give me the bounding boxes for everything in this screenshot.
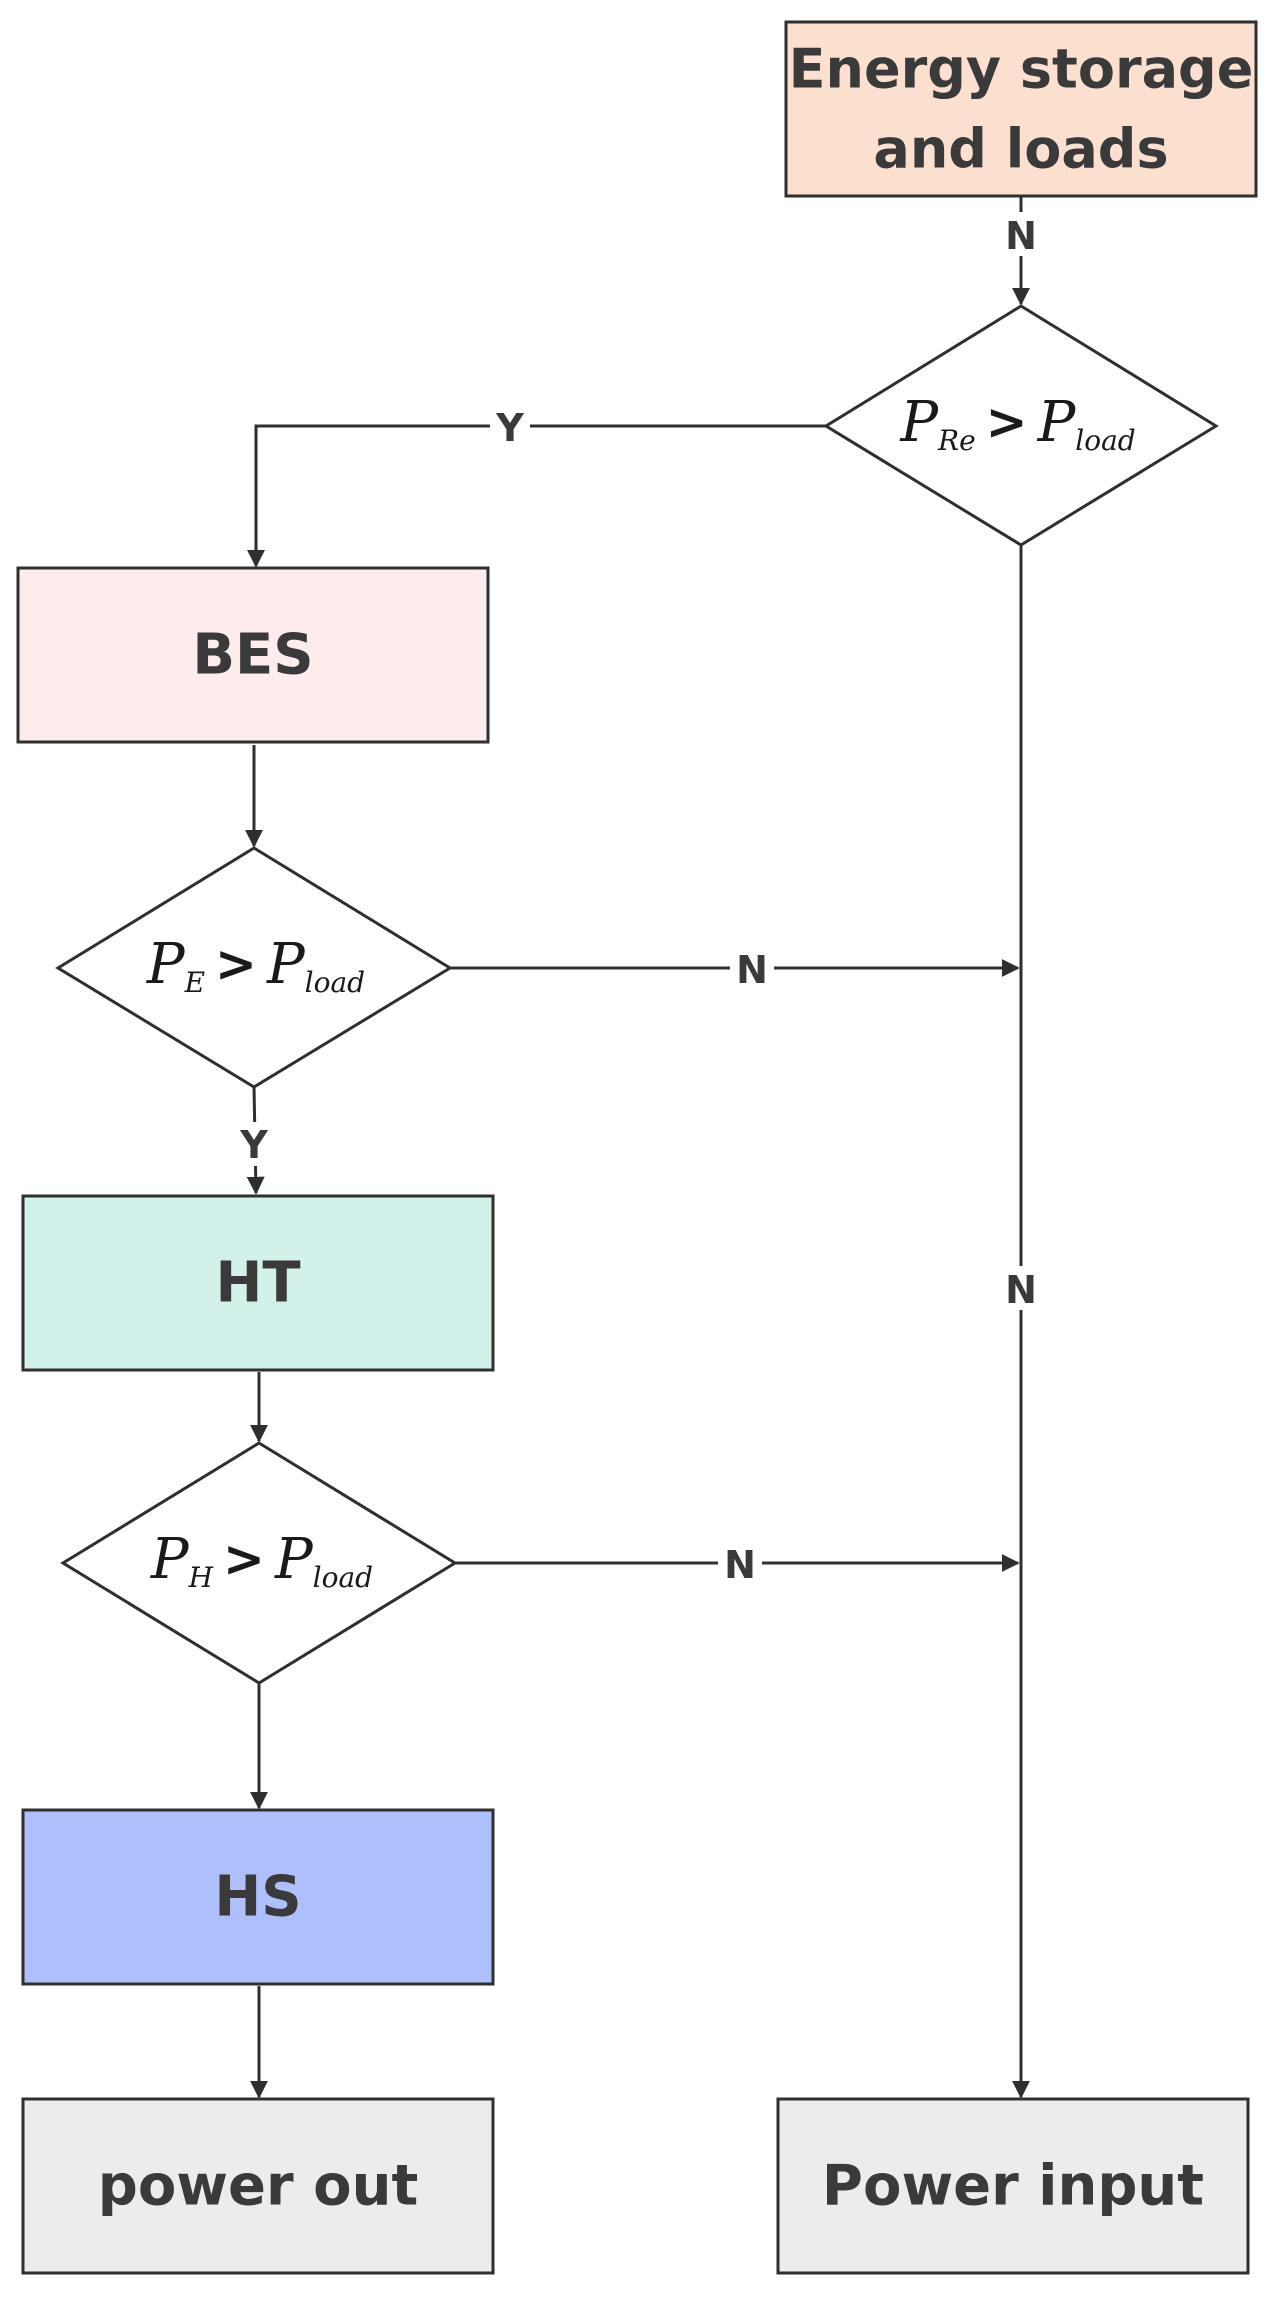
decision-re-diamond [823, 304, 1219, 547]
decision-e-diamond [55, 846, 453, 1089]
svg-text:N: N [724, 1543, 756, 1587]
svg-text:Y: Y [495, 406, 524, 450]
node-power-input: Power input [776, 2097, 1250, 2275]
decision-pre-gt-pload: PRe>Pload [823, 304, 1219, 547]
node-energy-storage-box [784, 20, 1258, 198]
node-power-out-label: power out [98, 2154, 419, 2219]
decision-re-text: PRe>Pload [899, 390, 1135, 457]
decision-h-text: PH>Pload [150, 1527, 373, 1594]
svg-text:N: N [1005, 1268, 1037, 1312]
node-hs-label: HS [214, 1865, 301, 1930]
decision-ph-gt-pload: PH>Pload [60, 1441, 458, 1685]
node-bes-label: BES [192, 623, 313, 688]
node-hs: HS [21, 1808, 495, 1986]
edge-label-d2-ht: Y [234, 1122, 274, 1167]
node-energy-storage-line2: and loads [873, 118, 1168, 181]
node-power-out: power out [21, 2097, 495, 2275]
edge-label-storage-d1: N [1001, 212, 1041, 258]
node-ht-label: HT [215, 1251, 300, 1316]
node-ht: HT [21, 1194, 495, 1372]
svg-text:N: N [736, 948, 768, 992]
edge-label-d1-input: N [999, 1266, 1043, 1312]
edge-decision-re-to-bes [247, 424, 826, 568]
node-power-out-box [21, 2097, 495, 2275]
edge-label-d1-bes: Y [490, 405, 530, 450]
edge-label-d3-right: N [718, 1541, 762, 1587]
decision-e-text: PE>Pload [146, 932, 365, 999]
node-bes-box [16, 566, 490, 744]
node-ht-box [21, 1194, 495, 1372]
node-hs-box [21, 1808, 495, 1986]
decision-pe-gt-pload: PE>Pload [55, 846, 453, 1089]
node-energy-storage-and-loads: Energy storage and loads [784, 20, 1258, 198]
svg-text:Y: Y [239, 1123, 268, 1167]
node-power-input-box [776, 2097, 1250, 2275]
decision-h-diamond [60, 1441, 458, 1685]
node-bes: BES [16, 566, 490, 744]
node-power-input-label: Power input [822, 2154, 1204, 2219]
node-energy-storage-line1: Energy storage [789, 38, 1254, 101]
svg-text:N: N [1005, 214, 1037, 258]
edge-label-d2-right: N [730, 946, 774, 992]
